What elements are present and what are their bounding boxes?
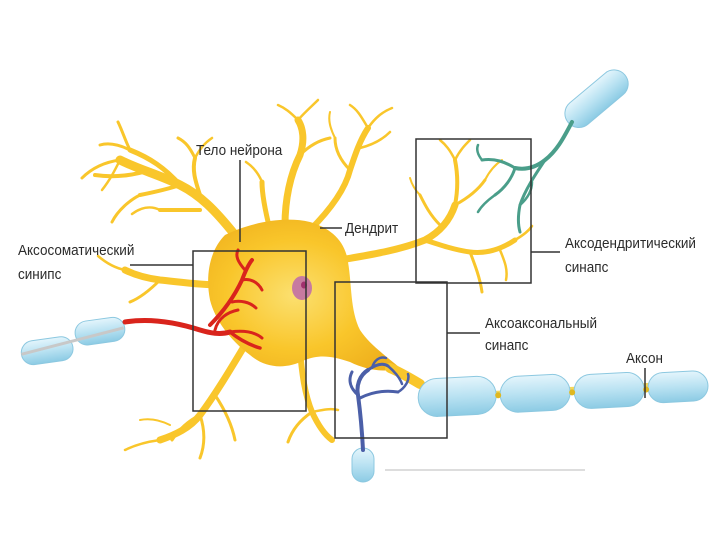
myelin-segment [647, 370, 708, 403]
label-dendrite: Дендрит [345, 219, 398, 238]
axon [390, 364, 709, 417]
label-neuron-body: Тело нейрона [196, 141, 282, 160]
myelin-segment [573, 372, 645, 410]
label-axosomatic-line2: синипс [18, 265, 61, 284]
label-axoaxonal-line1: Аксоаксональный [485, 314, 597, 333]
myelin-segment [417, 375, 497, 417]
label-axon: Аксон [626, 349, 663, 368]
label-axoaxonal-line2: синапс [485, 336, 528, 355]
label-axodendritic-line2: синапс [565, 258, 608, 277]
axodendritic-terminal [477, 64, 634, 232]
label-axosomatic-line1: Аксосоматический [18, 241, 134, 260]
label-axodendritic-line1: Аксодендритический [565, 234, 696, 253]
nucleus [292, 276, 312, 300]
myelin-segment [499, 373, 571, 413]
